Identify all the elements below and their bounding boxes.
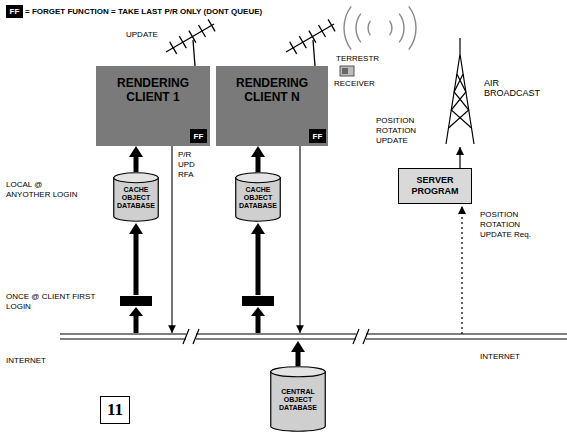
antenna-symbol [166, 19, 215, 66]
cylinder-body [271, 371, 326, 431]
login-filter [242, 223, 274, 333]
forget-function-box: FF [190, 129, 207, 143]
node-text: CACHE OBJECT DATABASE [237, 186, 279, 210]
arrowhead [291, 341, 305, 352]
cylinder-top [271, 367, 326, 377]
client-uplink-arrow [171, 146, 172, 333]
arrowhead [251, 146, 265, 157]
device-label: RECEIVER [334, 79, 384, 89]
cylinder-body [236, 177, 281, 221]
node-text: CENTRAL OBJECT DATABASE [272, 388, 324, 412]
client-uplink-arrow [299, 146, 300, 333]
signal-label: POSITION ROTATION UPDATE Req. [480, 210, 552, 240]
rendering-client-box: RENDERING CLIENT N FF [216, 66, 328, 146]
antenna-elements [290, 19, 335, 53]
node-text: FF [309, 132, 326, 141]
arrowhead [251, 223, 265, 234]
arrowhead [251, 307, 265, 316]
filter-block [242, 296, 274, 306]
database-cylinder: CACHE OBJECT DATABASE [235, 172, 281, 222]
wave-arc [368, 21, 370, 35]
legend-note: = FORGET FUNCTION = TAKE LAST P/R ONLY (… [25, 7, 262, 17]
thick-arrow [134, 316, 139, 333]
forget-function-box: FF [6, 5, 23, 18]
cylinder-top [114, 173, 159, 183]
tower-legs [446, 54, 474, 144]
thick-arrow [251, 146, 265, 172]
signal-label: P/R UPD RFA [178, 150, 204, 180]
cylinder-body [114, 177, 159, 221]
thick-arrow [256, 234, 261, 295]
bus-line [60, 333, 567, 334]
central-feed [291, 341, 305, 366]
forget-function-box: FF [309, 129, 326, 143]
wave-arc [409, 6, 416, 49]
login-note: LOCAL @ ANYOTHER LOGIN [6, 180, 88, 200]
signal-label: POSITION ROTATION UPDATE [376, 116, 440, 146]
antenna-mast [193, 40, 195, 66]
broadcast-label: AIR BROADCAST [484, 78, 544, 98]
uplink-arrow [459, 147, 460, 168]
node-text: RENDERING CLIENT 1 [102, 76, 204, 104]
tower-spike [459, 38, 460, 54]
device-label: TERRESTR [336, 54, 386, 64]
wave-arc [356, 14, 361, 43]
antenna-elements [170, 19, 215, 53]
cylinder-top [236, 173, 281, 183]
figure-number: 11 [100, 396, 130, 424]
antenna-mast [313, 40, 315, 66]
node-text: SERVER PROGRAM [402, 175, 468, 197]
arrowhead [129, 307, 143, 316]
database-cylinder: CACHE OBJECT DATABASE [113, 172, 159, 222]
node-text: 11 [101, 400, 129, 420]
wave-arc [390, 21, 392, 35]
break-mark [183, 329, 369, 344]
login-filter [120, 223, 152, 333]
broadcast-tower [446, 38, 474, 144]
bus-line [60, 338, 567, 339]
thick-arrow [256, 316, 261, 333]
thick-arrow [134, 234, 139, 295]
thick-arrow [296, 352, 301, 366]
thick-arrow [129, 146, 143, 172]
broadcast-waves [344, 6, 416, 49]
node-text: FF [6, 7, 23, 16]
server-box: SERVER PROGRAM [398, 168, 472, 204]
rendering-client-box: RENDERING CLIENT 1 FF [96, 66, 210, 146]
node-text: RENDERING CLIENT N [222, 76, 322, 104]
node-text: CACHE OBJECT DATABASE [115, 186, 157, 210]
arrowhead [129, 146, 143, 157]
filter-block [120, 296, 152, 306]
arrow-shaft [134, 155, 139, 172]
login-note: ONCE @ CLIENT FIRST LOGIN [6, 292, 106, 312]
arrowhead [129, 223, 143, 234]
wave-arc [399, 14, 404, 43]
signal-label: UPDATE [126, 30, 166, 40]
receiver-body [340, 66, 354, 76]
network-label: INTERNET [6, 356, 66, 366]
request-arrow [461, 206, 462, 334]
receiver-screen [342, 68, 348, 74]
wave-arc [344, 6, 351, 49]
receiver-icon [340, 66, 354, 76]
network-label: INTERNET [480, 352, 540, 362]
database-cylinder: CENTRAL OBJECT DATABASE [270, 366, 326, 432]
node-text: FF [190, 132, 207, 141]
arrow-shaft [256, 155, 261, 172]
tower-bracing [449, 74, 472, 128]
antenna-symbol [286, 19, 335, 66]
